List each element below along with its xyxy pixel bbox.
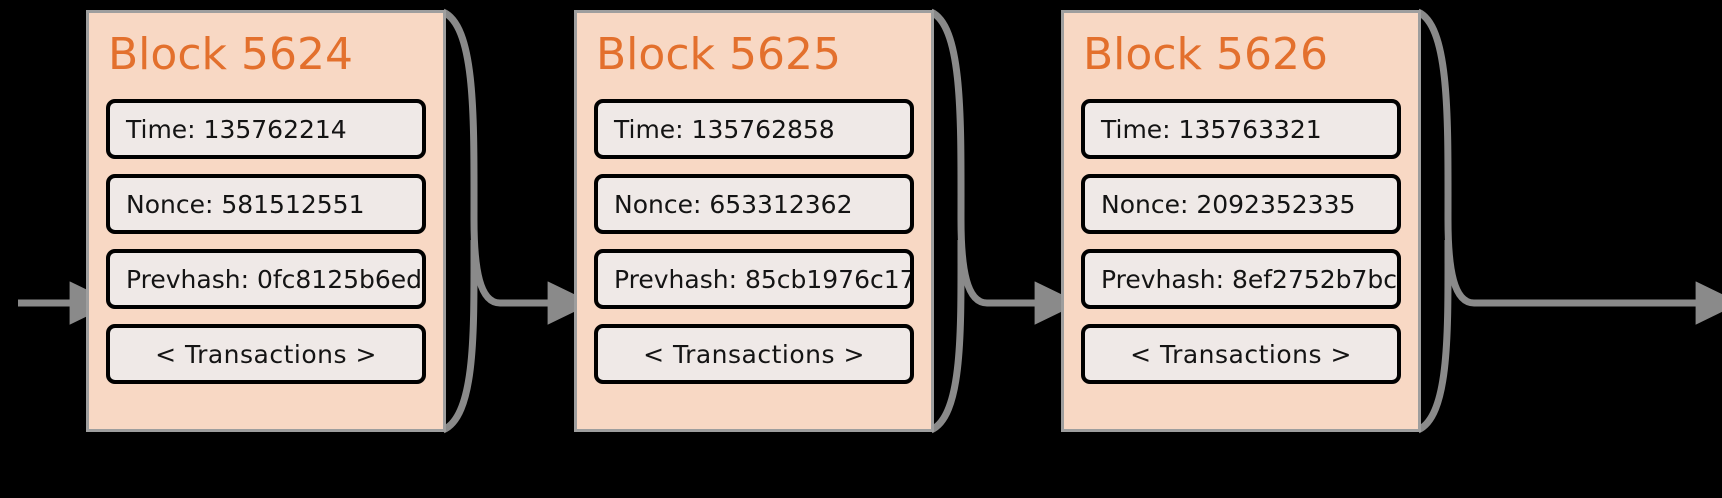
block-field-transactions-label: < Transactions > [643,339,865,369]
arrow-block-5624-to-5625 [441,8,593,434]
block-field-nonce-label: Nonce: 653312362 [614,189,853,219]
block-field-nonce-label: Nonce: 581512551 [126,189,365,219]
block-field-time[interactable]: Time: 135763321 [1081,99,1401,159]
block-field-nonce[interactable]: Nonce: 2092352335 [1081,174,1401,234]
block-field-time[interactable]: Time: 135762858 [594,99,914,159]
block-title: Block 5626 [1083,29,1328,80]
block-field-prevhash-label: Prevhash: 8ef2752b7bc3 [1101,264,1401,294]
block-field-time[interactable]: Time: 135762214 [106,99,426,159]
block-card-1[interactable]: Block 5625 Time: 135762858 Nonce: 653312… [574,10,934,432]
block-field-prevhash-label: Prevhash: 85cb1976c171 [614,264,914,294]
block-title: Block 5625 [596,29,841,80]
block-field-time-label: Time: 135763321 [1101,114,1322,144]
block-field-time-label: Time: 135762214 [126,114,347,144]
block-field-prevhash[interactable]: Prevhash: 0fc8125b6ed4 [106,249,426,309]
block-field-prevhash[interactable]: Prevhash: 8ef2752b7bc3 [1081,249,1401,309]
block-field-nonce[interactable]: Nonce: 581512551 [106,174,426,234]
block-field-transactions[interactable]: < Transactions > [106,324,426,384]
block-field-nonce[interactable]: Nonce: 653312362 [594,174,914,234]
block-card-0[interactable]: Block 5624 Time: 135762214 Nonce: 581512… [86,10,446,432]
block-field-prevhash[interactable]: Prevhash: 85cb1976c171 [594,249,914,309]
block-field-list: Time: 135762858 Nonce: 653312362 Prevhas… [577,99,931,384]
block-field-nonce-label: Nonce: 2092352335 [1101,189,1356,219]
block-field-transactions[interactable]: < Transactions > [1081,324,1401,384]
block-field-list: Time: 135763321 Nonce: 2092352335 Prevha… [1064,99,1418,384]
block-card-2[interactable]: Block 5626 Time: 135763321 Nonce: 209235… [1061,10,1421,432]
block-field-prevhash-label: Prevhash: 0fc8125b6ed4 [126,264,426,294]
block-field-time-label: Time: 135762858 [614,114,835,144]
block-field-list: Time: 135762214 Nonce: 581512551 Prevhas… [89,99,443,384]
block-field-transactions-label: < Transactions > [1130,339,1352,369]
block-title: Block 5624 [108,29,353,80]
arrow-out-of-block-5626 [1416,8,1722,434]
arrow-block-5625-to-5626 [929,8,1080,434]
block-field-transactions-label: < Transactions > [155,339,377,369]
block-field-transactions[interactable]: < Transactions > [594,324,914,384]
